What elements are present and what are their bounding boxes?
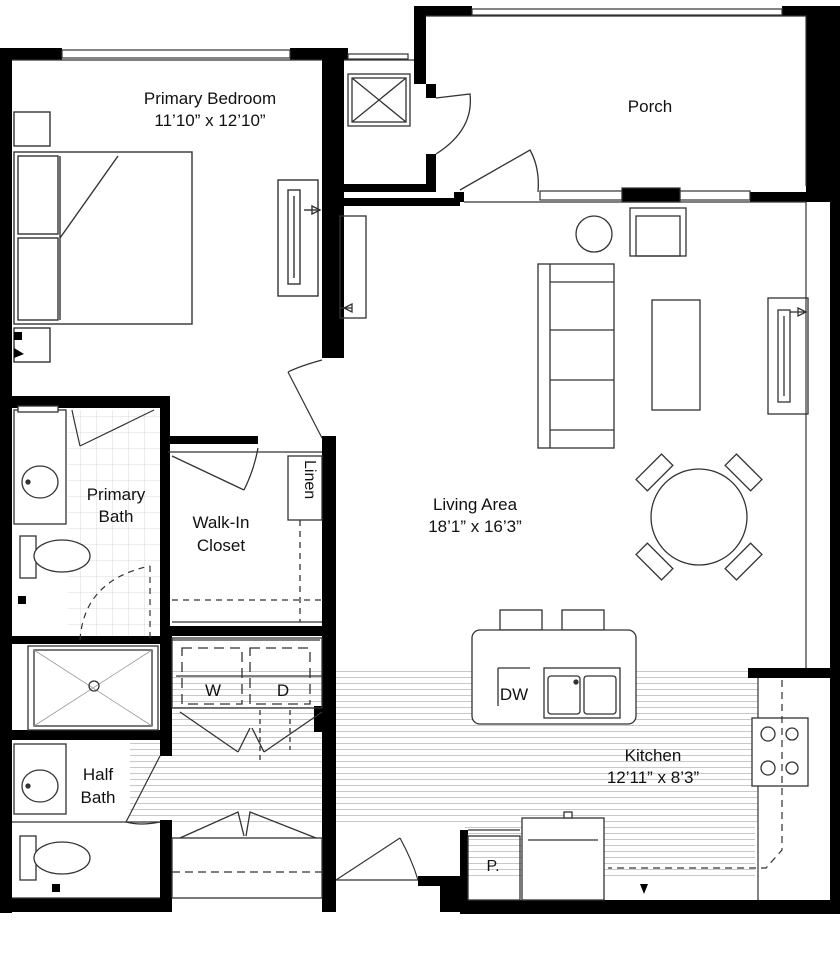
bed (13, 111, 322, 363)
kitchen-floor-lower (465, 820, 755, 880)
outlet-marker (14, 332, 22, 340)
windows (61, 8, 783, 203)
thermostat-marker (14, 348, 24, 358)
washer-label: W (204, 681, 222, 700)
cabinet-dashed-outline (608, 680, 783, 869)
half-bath-name-1: Half (82, 765, 114, 784)
hall-closet (171, 811, 323, 899)
kitchen-name: Kitchen (624, 746, 682, 765)
primary-bedroom-dims: 11’10” x 12’10” (154, 111, 266, 130)
living-area-name: Living Area (432, 495, 518, 514)
kitchen-dims: 12’11” x 8’3” (606, 768, 700, 787)
primary-bedroom-name: Primary Bedroom (143, 89, 277, 108)
pantry-label: P. (486, 858, 500, 875)
bedroom-door (287, 359, 323, 439)
living-furniture (537, 207, 809, 449)
primary-bath-name-2: Bath (98, 507, 134, 526)
entry-door (335, 837, 419, 881)
pantry (467, 835, 521, 901)
walk-in-closet-name-2: Closet (196, 536, 246, 555)
walk-in-closet-name-1: Walk-In (192, 513, 250, 532)
linen-label: Linen (301, 460, 318, 500)
half-bath-door (125, 755, 161, 825)
primary-bath-name-1: Primary (86, 485, 146, 504)
thermostat-marker-kitchen (640, 884, 648, 894)
laundry (171, 637, 323, 760)
walk-in-closet-fixtures (171, 447, 323, 623)
walls (0, 6, 840, 914)
half-bath-fixtures (13, 743, 91, 881)
room-outlines (12, 15, 807, 900)
outlet-marker-bath (18, 596, 26, 604)
kitchen-island (471, 609, 637, 725)
primary-bath-fixtures (13, 405, 159, 731)
bath-doors (71, 409, 155, 641)
kitchen-counters (521, 717, 809, 901)
dining-table (635, 453, 763, 581)
dishwasher-label: DW (499, 685, 529, 704)
living-closet (339, 215, 367, 319)
living-area-dims: 18’1” x 16’3” (428, 517, 522, 536)
dryer-label: D (276, 681, 290, 700)
bath-tile-floor (68, 410, 160, 640)
outlet-marker-half-bath (52, 884, 60, 892)
kitchen-hall-floor (170, 668, 758, 823)
porch-name: Porch (627, 97, 673, 116)
half-bath-name-2: Bath (80, 788, 116, 807)
porch-fixtures (347, 73, 539, 193)
